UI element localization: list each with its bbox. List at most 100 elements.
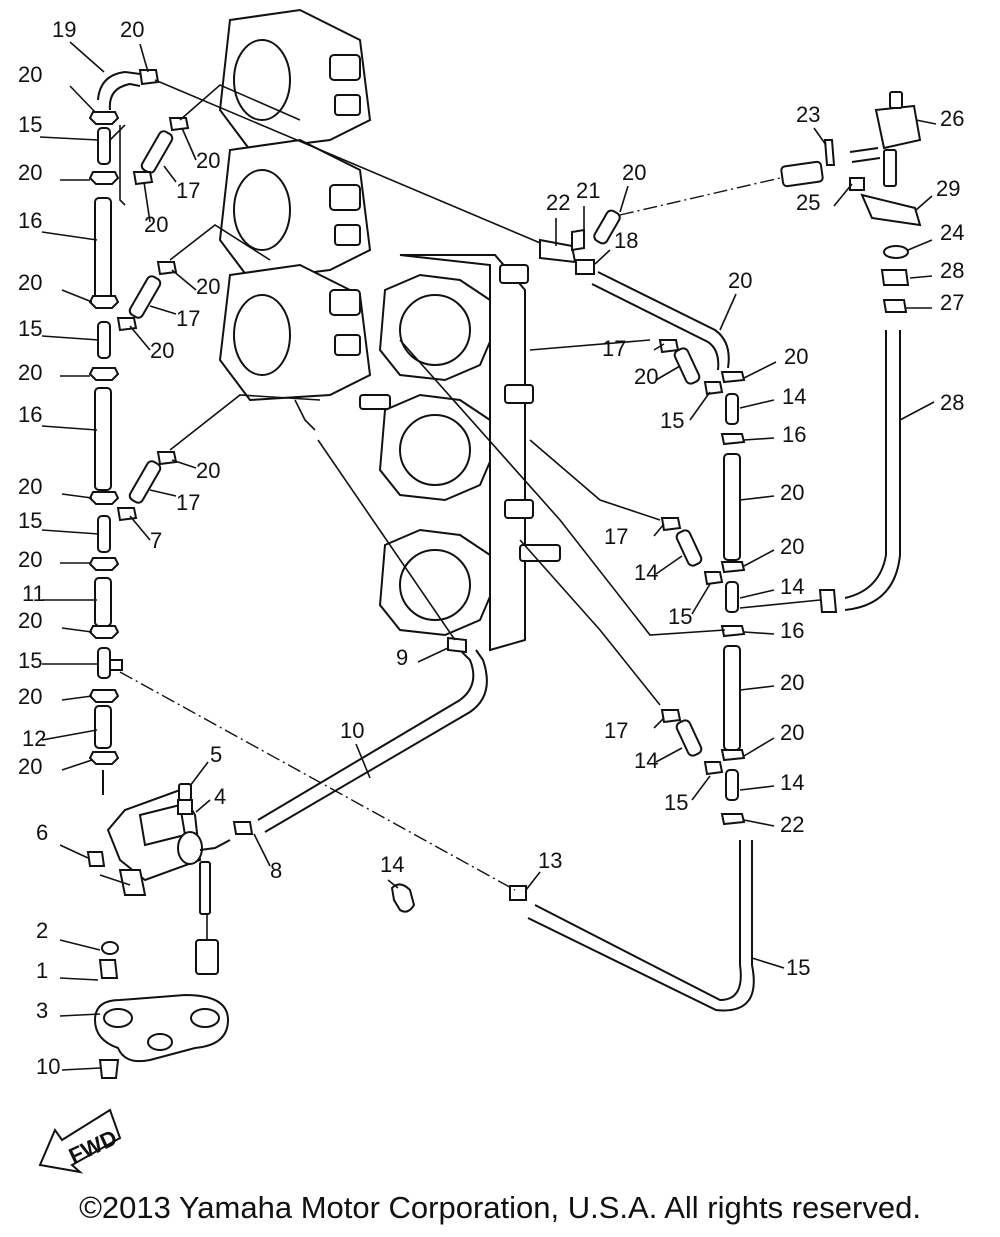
- callout-number-14: 14: [782, 384, 806, 409]
- callout-leader-line: [171, 269, 197, 291]
- callout-number-20: 20: [780, 480, 804, 505]
- callout-number-20: 20: [18, 547, 42, 572]
- callout-leader-line: [39, 136, 99, 141]
- callout-number-4: 4: [214, 784, 226, 809]
- pressure-regulator: [780, 91, 922, 313]
- callout-leader-line: [915, 119, 937, 125]
- callout-leader-line: [129, 325, 151, 351]
- callout-leader-line: [59, 1013, 101, 1017]
- callout-leader-line: [653, 523, 665, 537]
- callout-number-26: 26: [940, 106, 964, 131]
- callout-number-16: 16: [782, 422, 806, 447]
- callout-leader-line: [739, 785, 775, 791]
- callout-leader-line: [387, 879, 399, 889]
- callout-leader-line: [743, 631, 775, 635]
- callout-leader-line: [909, 275, 933, 279]
- callout-number-20: 20: [780, 670, 804, 695]
- callout-number-14: 14: [780, 574, 804, 599]
- callout-leader-line: [655, 555, 683, 575]
- callout-number-22: 22: [546, 190, 570, 215]
- callout-leader-line: [743, 549, 775, 567]
- callout-leader-line: [143, 181, 151, 223]
- callout-leader-line: [41, 335, 100, 341]
- callout-number-20: 20: [18, 754, 42, 779]
- callout-number-15: 15: [18, 316, 42, 341]
- callout-number-16: 16: [18, 402, 42, 427]
- callout-number-16: 16: [780, 618, 804, 643]
- callout-leader-line: [751, 957, 785, 969]
- callout-number-15: 15: [660, 408, 684, 433]
- callout-number-20: 20: [622, 160, 646, 185]
- callout-leader-line: [61, 1067, 101, 1071]
- callout-number-6: 6: [36, 820, 48, 845]
- callout-leader-line: [691, 775, 711, 801]
- callout-number-1: 1: [36, 958, 48, 983]
- callout-leader-line: [181, 127, 197, 161]
- hose-27: [818, 330, 901, 613]
- callout-leader-line: [163, 165, 177, 183]
- callout-leader-line: [653, 343, 665, 351]
- callout-number-20: 20: [150, 338, 174, 363]
- callout-leader-line: [813, 127, 827, 146]
- callout-number-29: 29: [936, 176, 960, 201]
- callout-leader-line: [189, 761, 209, 787]
- left-hose-stack: [88, 70, 141, 795]
- callout-leader-line: [61, 289, 93, 303]
- callout-number-14: 14: [780, 770, 804, 795]
- callout-leader-line: [61, 627, 93, 633]
- callout-leader-line: [59, 939, 101, 951]
- callout-number-20: 20: [18, 360, 42, 385]
- callout-leader-line: [833, 183, 853, 207]
- callout-leader-line: [149, 489, 177, 497]
- callout-leader-line: [655, 747, 683, 763]
- callout-number-10: 10: [340, 718, 364, 743]
- callout-number-20: 20: [18, 608, 42, 633]
- callout-number-17: 17: [602, 336, 626, 361]
- callout-number-15: 15: [18, 648, 42, 673]
- callout-leader-line: [743, 737, 775, 757]
- callout-number-22: 22: [780, 812, 804, 837]
- callout-leader-line: [915, 195, 933, 211]
- callout-number-20: 20: [780, 720, 804, 745]
- callout-leader-line: [41, 729, 98, 741]
- callout-number-20: 20: [780, 534, 804, 559]
- callout-leader-line: [899, 401, 935, 421]
- callout-number-15: 15: [664, 790, 688, 815]
- callout-leader-line: [61, 759, 93, 771]
- callout-leader-line: [69, 85, 96, 113]
- callout-leader-line: [253, 833, 271, 867]
- callout-number-8: 8: [270, 858, 282, 883]
- callout-number-16: 16: [18, 208, 42, 233]
- callout-leader-line: [739, 589, 775, 599]
- callout-number-20: 20: [196, 458, 220, 483]
- hose-13: [119, 671, 755, 1012]
- callout-leader-line: [61, 695, 93, 701]
- callout-leader-line: [619, 185, 629, 213]
- callout-number-10: 10: [36, 1054, 60, 1079]
- callout-leader-line: [689, 391, 711, 421]
- callout-number-15: 15: [668, 604, 692, 629]
- callout-number-20: 20: [196, 274, 220, 299]
- callout-number-25: 25: [796, 190, 820, 215]
- callout-number-17: 17: [604, 718, 628, 743]
- callout-number-20: 20: [634, 364, 658, 389]
- callout-leader-line: [171, 459, 197, 469]
- callout-leader-line: [743, 361, 777, 379]
- callout-leader-line: [719, 293, 737, 331]
- callout-number-14: 14: [634, 560, 658, 585]
- right-hose-stack: [399, 339, 821, 826]
- callout-leader-line: [691, 583, 711, 615]
- callout-leader-line: [355, 743, 371, 779]
- callout-leader-line: [743, 819, 775, 827]
- callout-leader-line: [41, 231, 98, 241]
- callout-number-15: 15: [18, 508, 42, 533]
- callout-number-28: 28: [940, 258, 964, 283]
- callout-number-15: 15: [18, 112, 42, 137]
- callout-leader-line: [907, 239, 933, 251]
- callout-leader-line: [59, 844, 89, 859]
- callout-number-17: 17: [176, 306, 200, 331]
- callout-number-11: 11: [22, 581, 45, 606]
- callout-number-18: 18: [614, 228, 638, 253]
- callout-number-20: 20: [18, 474, 42, 499]
- callout-number-20: 20: [120, 17, 144, 42]
